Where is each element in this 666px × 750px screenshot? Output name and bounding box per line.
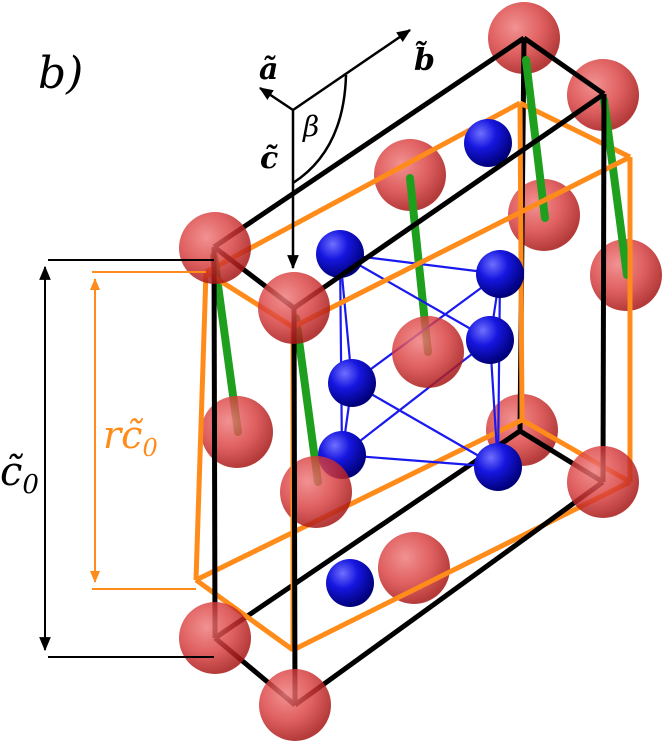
angle-label: β	[302, 110, 319, 143]
inner-dimension-sub: 0	[142, 434, 157, 462]
blue-atoms	[316, 119, 524, 607]
blue-atom	[326, 559, 374, 607]
inner-dimension-label: rc̃0	[103, 413, 158, 462]
bond	[600, 96, 631, 279]
dimension-outer	[39, 259, 214, 658]
red-atom	[567, 446, 639, 518]
axis-b-label: b̃	[414, 41, 435, 78]
axis-a-arrow	[259, 86, 294, 112]
angle-arc	[292, 74, 348, 185]
panel-label: b)	[38, 48, 83, 99]
blue-atom	[474, 443, 522, 491]
bond	[292, 314, 322, 486]
red-atom	[179, 602, 251, 674]
middle-atoms	[201, 316, 464, 528]
outer-dimension-label: c̃0	[0, 449, 39, 500]
red-atom	[201, 396, 273, 468]
inner-dimension-symbol: c̃	[121, 413, 143, 457]
outer-dimension-sub: 0	[22, 470, 39, 500]
blue-atom	[464, 119, 512, 167]
axis-arrows	[259, 28, 411, 270]
blue-atom	[466, 316, 514, 364]
blue-atom	[316, 230, 364, 278]
red-atom	[258, 272, 330, 344]
blue-atom	[476, 250, 524, 298]
outer-dimension-symbol: c̃	[0, 449, 23, 495]
blue-atom	[328, 359, 376, 407]
red-atom	[392, 316, 464, 388]
red-atom	[259, 669, 331, 741]
red-atom	[179, 212, 251, 284]
red-atom	[378, 532, 450, 604]
axis-c-label: c̃	[260, 141, 278, 176]
red-atom	[280, 456, 352, 528]
dimension-inner	[90, 271, 206, 590]
axis-a-label: ã	[259, 52, 278, 87]
axis-b-arrow	[292, 28, 411, 112]
inner-dimension-prefix: r	[103, 413, 124, 457]
